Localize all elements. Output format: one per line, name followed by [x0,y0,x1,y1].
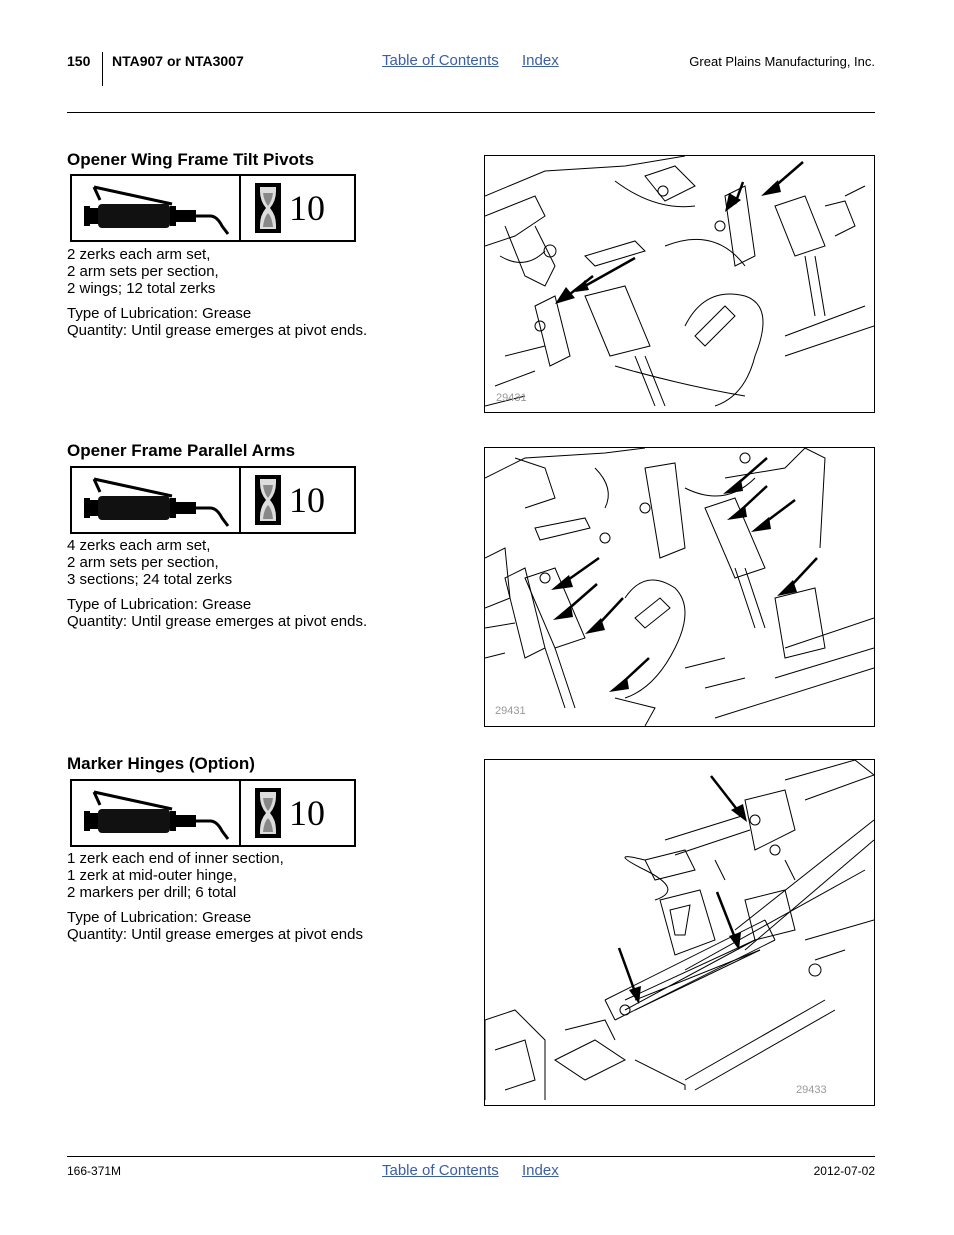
zerk-line: 3 sections; 24 total zerks [67,571,233,588]
zerk-line: 2 wings; 12 total zerks [67,280,216,297]
lube-type: Type of Lubrication: Grease [67,596,252,613]
hourglass-icon [255,183,281,233]
grease-gun-icon [72,176,241,240]
interval-hours: 10 [289,793,325,833]
grease-gun-icon [72,468,241,532]
hourglass-icon [255,475,281,525]
lube-type: Type of Lubrication: Grease [67,305,252,322]
zerk-line: 1 zerk at mid-outer hinge, [67,867,238,884]
lube-quantity: Quantity: Until grease emerges at pivot … [67,613,368,630]
zerk-line: 2 arm sets per section, [67,554,219,571]
figure-wing-tilt-pivots: 29431 [484,155,875,413]
zerk-description: 2 zerks each arm set, 2 arm sets per sec… [67,246,219,297]
part-number: 166-371M [67,1164,122,1178]
footer-toc-link[interactable]: Table of Contents [382,1162,499,1179]
footer-index-link[interactable]: Index [522,1162,559,1179]
header-toc-link[interactable]: Table of Contents [382,52,499,69]
interval-hours: 10 [289,188,325,228]
zerk-line: 2 zerks each arm set, [67,246,211,263]
interval-cell: 10 [241,468,354,532]
zerk-line: 2 markers per drill; 6 total [67,884,237,901]
lube-box-parallel-arms: 10 [70,466,356,534]
zerk-line: 4 zerks each arm set, [67,537,211,554]
grease-gun-icon [72,781,241,845]
lube-quantity: Quantity: Until grease emerges at pivot … [67,322,368,339]
zerk-description: 4 zerks each arm set, 2 arm sets per sec… [67,537,232,588]
footer-rule [67,1156,875,1157]
figure-number: 29431 [496,392,527,404]
lube-box-marker-hinges: 10 [70,779,356,847]
header-divider [102,52,103,86]
lube-quantity: Quantity: Until grease emerges at pivot … [67,926,363,943]
publication-date: 2012-07-02 [813,1164,875,1178]
lube-instructions: Type of Lubrication: Grease Quantity: Un… [67,305,367,339]
company-name: Great Plains Manufacturing, Inc. [689,54,875,69]
interval-hours: 10 [289,480,325,520]
zerk-description: 1 zerk each end of inner section, 1 zerk… [67,850,284,901]
header-index-link[interactable]: Index [522,52,559,69]
zerk-line: 2 arm sets per section, [67,263,219,280]
lube-box-wing-tilt: 10 [70,174,356,242]
lube-type: Type of Lubrication: Grease [67,909,252,926]
figure-number: 29433 [796,1084,827,1096]
figure-number: 29431 [495,705,526,717]
model-title: NTA907 or NTA3007 [112,53,244,69]
section-title-parallel-arms: Opener Frame Parallel Arms [67,441,296,460]
page-number: 150 [67,53,91,69]
section-title-wing-tilt: Opener Wing Frame Tilt Pivots [67,150,315,169]
zerk-line: 1 zerk each end of inner section, [67,850,284,867]
interval-cell: 10 [241,176,354,240]
header-rule [67,112,875,113]
section-title-marker-hinges: Marker Hinges (Option) [67,754,255,773]
lube-instructions: Type of Lubrication: Grease Quantity: Un… [67,596,367,630]
hourglass-icon [255,788,281,838]
figure-marker-hinges: 29433 [484,759,875,1106]
figure-parallel-arms: 29431 [484,447,875,727]
lube-instructions: Type of Lubrication: Grease Quantity: Un… [67,909,363,943]
interval-cell: 10 [241,781,354,845]
